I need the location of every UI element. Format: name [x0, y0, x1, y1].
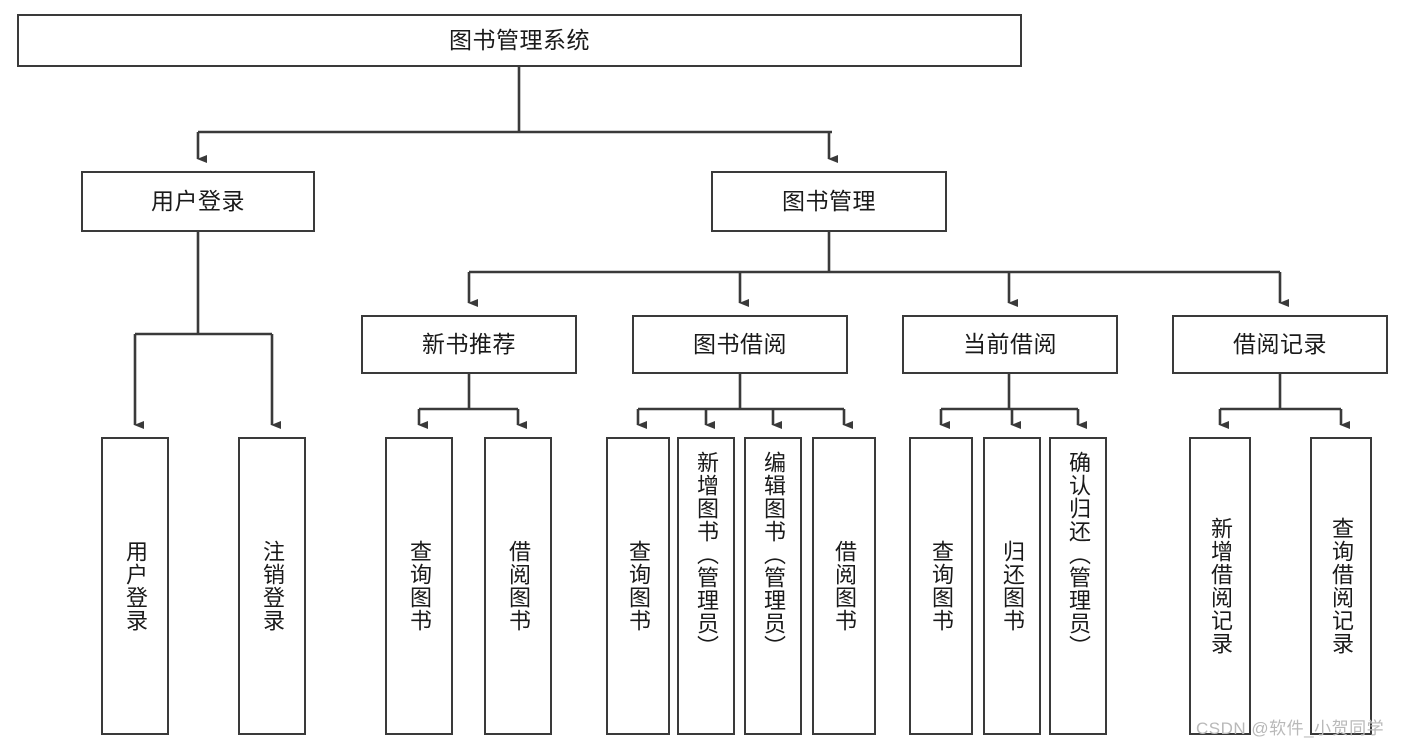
node-book-borrow[interactable]: 图书借阅	[632, 315, 848, 374]
node-book-management-label: 图书管理	[782, 188, 876, 215]
leaf-add-book-admin-label: 新增图书（管理员）	[693, 451, 719, 658]
leaf-borrow-books-borrow-label: 借阅图书	[831, 540, 857, 632]
leaf-edit-book-admin[interactable]: 编辑图书（管理员）	[744, 437, 802, 735]
leaf-query-books-current[interactable]: 查询图书	[909, 437, 973, 735]
leaf-query-books-newbook[interactable]: 查询图书	[385, 437, 453, 735]
node-book-borrow-label: 图书借阅	[693, 331, 787, 358]
leaf-add-borrow-record-label: 新增借阅记录	[1207, 517, 1233, 655]
leaf-return-books[interactable]: 归还图书	[983, 437, 1041, 735]
leaf-borrow-books-newbook[interactable]: 借阅图书	[484, 437, 552, 735]
leaf-logout[interactable]: 注销登录	[238, 437, 306, 735]
leaf-borrow-books-newbook-label: 借阅图书	[505, 540, 531, 632]
node-user-login-label: 用户登录	[151, 188, 245, 215]
leaf-query-borrow-record[interactable]: 查询借阅记录	[1310, 437, 1372, 735]
leaf-query-borrow-record-label: 查询借阅记录	[1328, 517, 1354, 655]
node-user-login[interactable]: 用户登录	[81, 171, 315, 232]
leaf-borrow-books-borrow[interactable]: 借阅图书	[812, 437, 876, 735]
leaf-return-books-label: 归还图书	[999, 540, 1025, 632]
node-new-book-recommend[interactable]: 新书推荐	[361, 315, 577, 374]
node-current-borrow-label: 当前借阅	[963, 331, 1057, 358]
leaf-confirm-return-admin-label: 确认归还（管理员）	[1065, 451, 1091, 658]
leaf-add-borrow-record[interactable]: 新增借阅记录	[1189, 437, 1251, 735]
leaf-query-books-borrow[interactable]: 查询图书	[606, 437, 670, 735]
leaf-user-login-label: 用户登录	[122, 540, 148, 632]
node-root-label: 图书管理系统	[449, 27, 590, 54]
leaf-logout-label: 注销登录	[259, 540, 285, 632]
node-borrow-record[interactable]: 借阅记录	[1172, 315, 1388, 374]
leaf-edit-book-admin-label: 编辑图书（管理员）	[760, 451, 786, 658]
node-book-management[interactable]: 图书管理	[711, 171, 947, 232]
node-current-borrow[interactable]: 当前借阅	[902, 315, 1118, 374]
leaf-query-books-newbook-label: 查询图书	[406, 540, 432, 632]
node-root[interactable]: 图书管理系统	[17, 14, 1022, 67]
leaf-query-books-borrow-label: 查询图书	[625, 540, 651, 632]
leaf-add-book-admin[interactable]: 新增图书（管理员）	[677, 437, 735, 735]
leaf-user-login[interactable]: 用户登录	[101, 437, 169, 735]
leaf-query-books-current-label: 查询图书	[928, 540, 954, 632]
node-new-book-recommend-label: 新书推荐	[422, 331, 516, 358]
node-borrow-record-label: 借阅记录	[1233, 331, 1327, 358]
leaf-confirm-return-admin[interactable]: 确认归还（管理员）	[1049, 437, 1107, 735]
